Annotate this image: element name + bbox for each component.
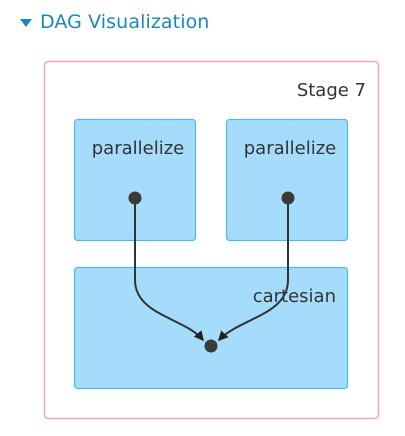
cartesian-node-label: cartesian (253, 286, 336, 307)
parallelize-node-2-label: parallelize (244, 138, 337, 159)
cartesian-node-box (73, 266, 349, 390)
parallelize-node-2[interactable]: parallelize (225, 118, 349, 242)
cartesian-node[interactable]: cartesian (73, 266, 349, 390)
parallelize-node-1-dot (128, 191, 142, 205)
caret-down-icon (20, 18, 32, 27)
parallelize-node-1-label: parallelize (92, 138, 185, 159)
edge-parallelize-1-to-cartesian (134, 198, 204, 342)
edge-parallelize-2-to-cartesian (217, 198, 289, 342)
parallelize-node-2-dot (281, 191, 295, 205)
cartesian-node-dot (204, 339, 218, 353)
dag-visualization-title: DAG Visualization (40, 11, 210, 33)
stage-label: Stage 7 (297, 80, 366, 101)
parallelize-node-1[interactable]: parallelize (73, 118, 197, 242)
dag-visualization-toggle[interactable]: DAG Visualization (20, 8, 209, 36)
